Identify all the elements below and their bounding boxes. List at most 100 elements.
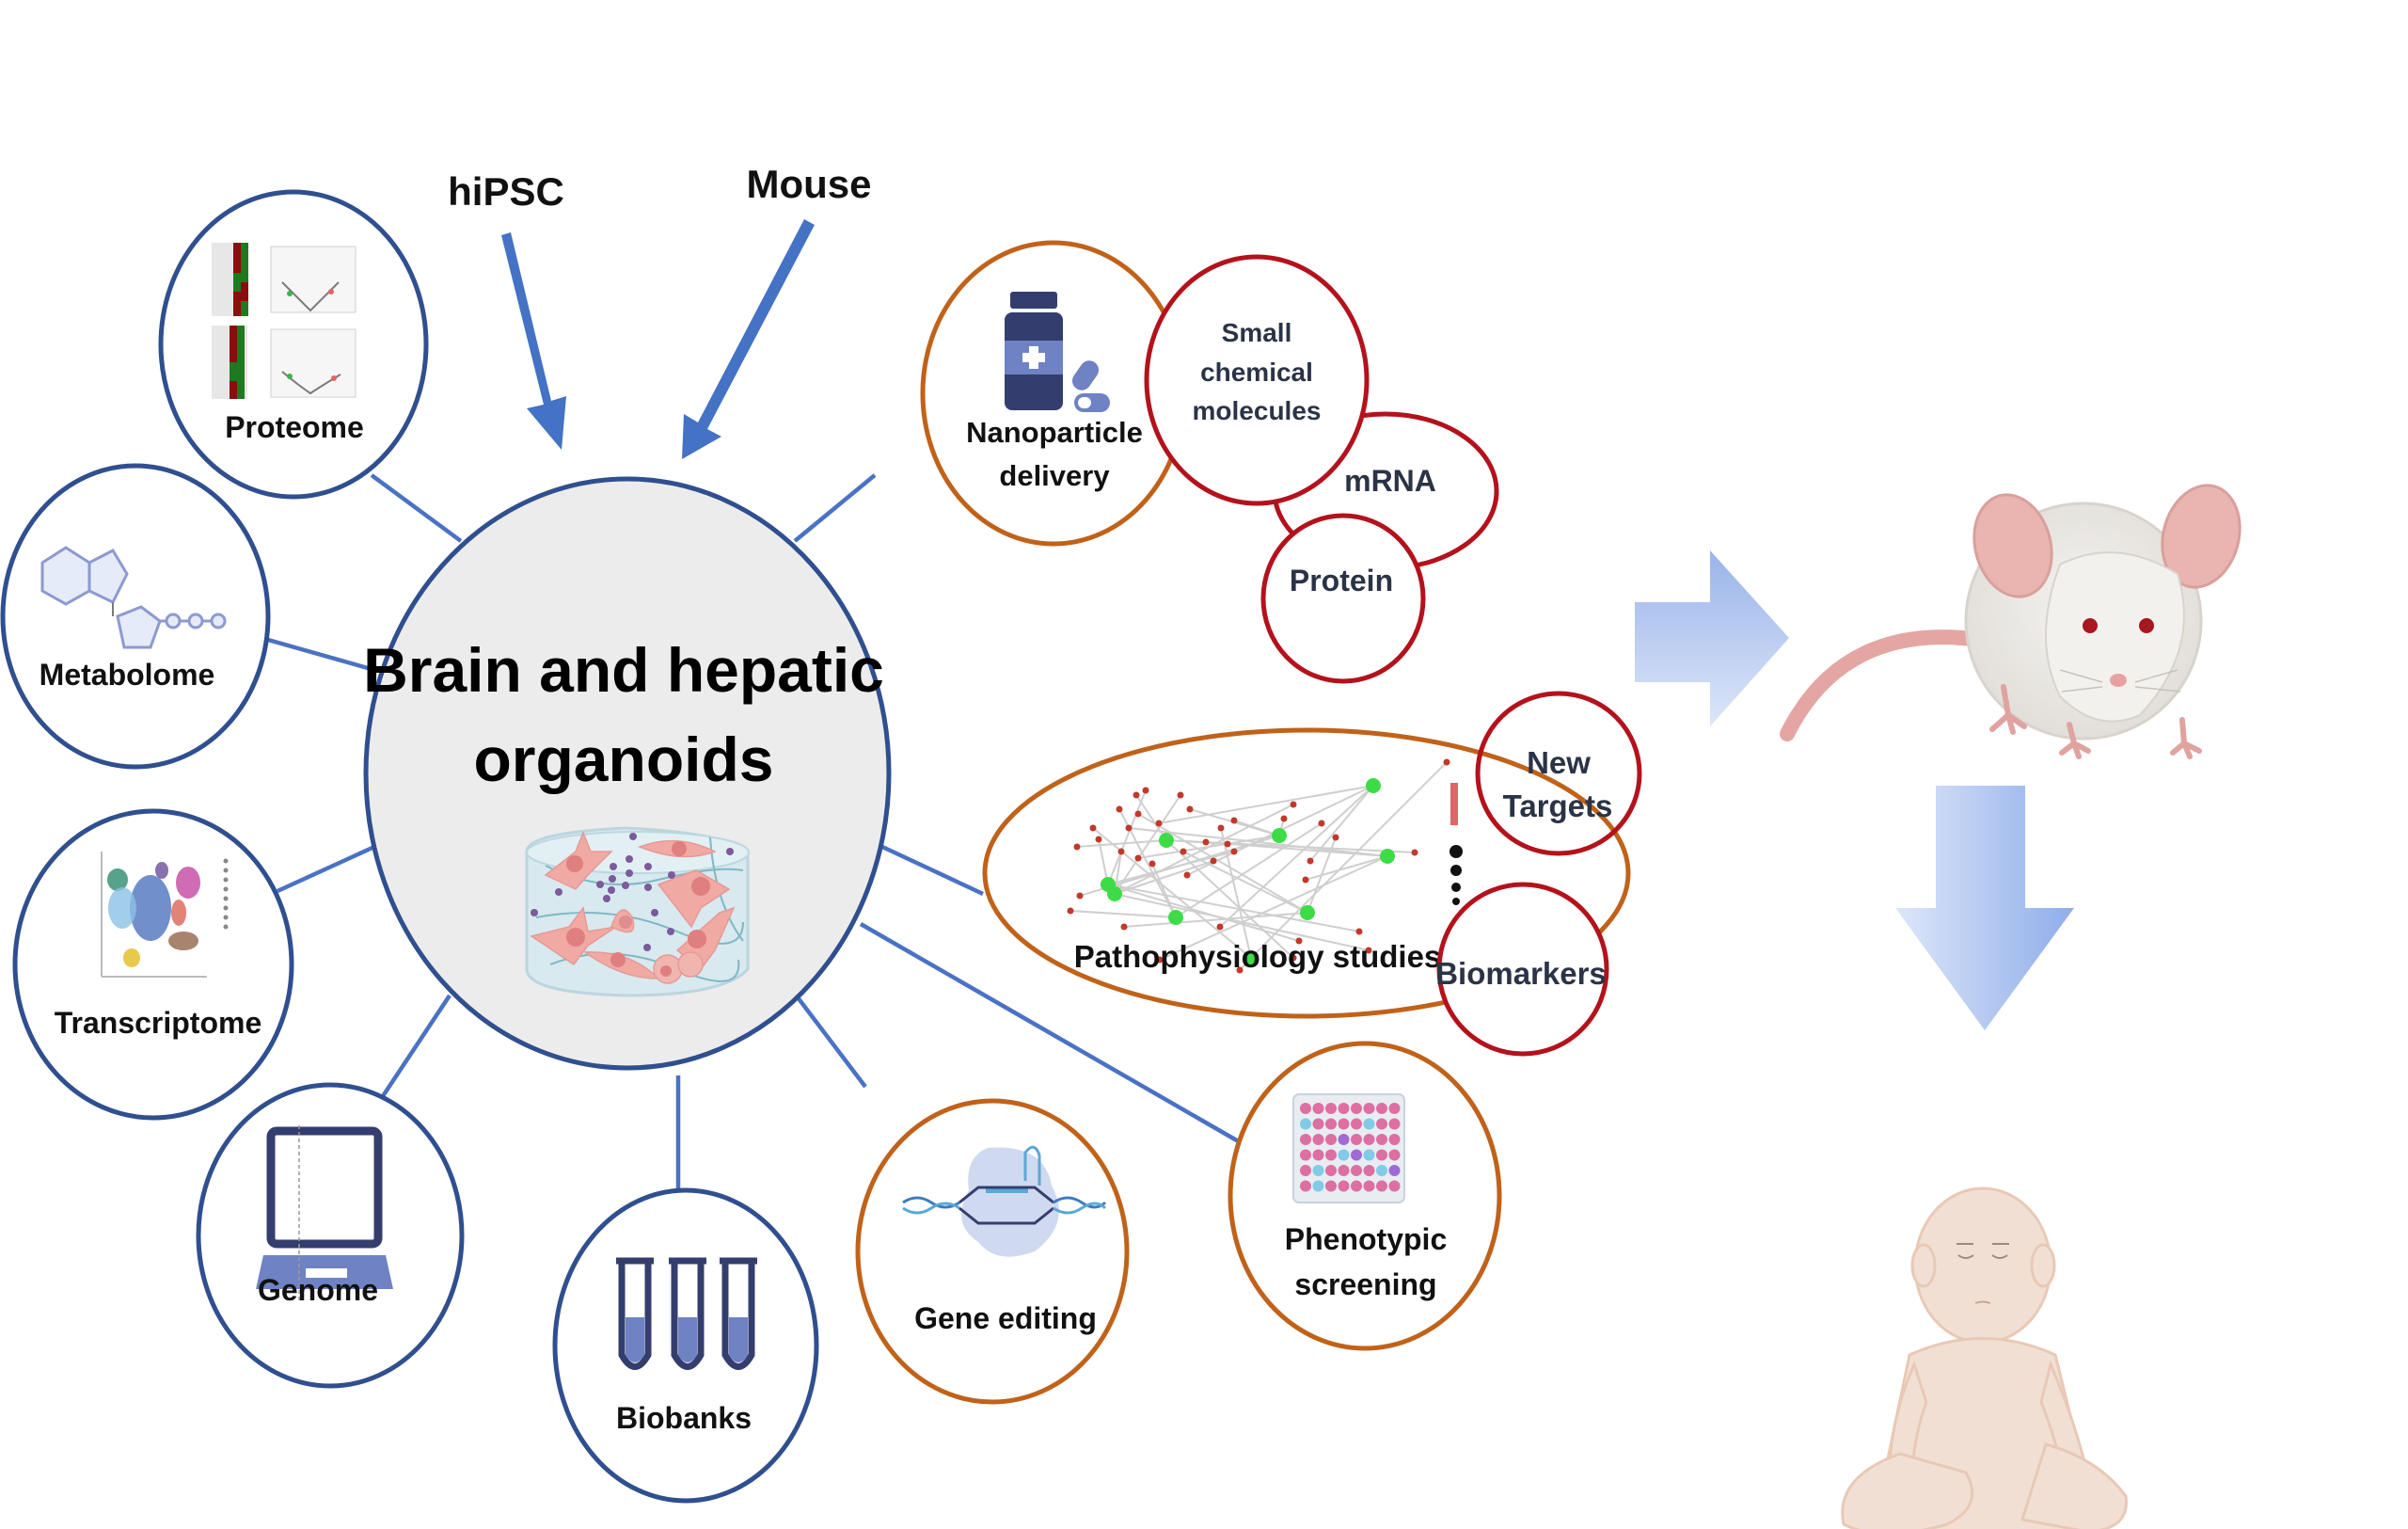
network-node (1117, 848, 1125, 855)
node-label-pathophysiology: Pathophysiology studies (1074, 939, 1442, 974)
medicine-bottle-pill-icon (1005, 292, 1110, 412)
network-node (1290, 801, 1297, 808)
network-legend-colorbar (1450, 783, 1458, 825)
network-node (1302, 876, 1309, 884)
source-mouse: Mouse (682, 162, 872, 459)
well-dot (1363, 1103, 1375, 1114)
network-hub (1244, 950, 1259, 965)
well-dot (1312, 1103, 1324, 1114)
test-tubes-icon (616, 1257, 757, 1370)
cargo-protein: Protein (1260, 513, 1426, 684)
well-dot (1388, 1118, 1401, 1130)
well-dot (1325, 1149, 1337, 1161)
cargo-label-protein: Protein (1290, 564, 1393, 597)
network-node (1089, 824, 1097, 832)
node-label-genome: Genome (258, 1273, 378, 1307)
node-nanoparticle-delivery: Nanoparticle delivery (920, 240, 1187, 547)
network-edge (1107, 789, 1147, 885)
cargo-label-small-line3: molecules (1193, 396, 1322, 425)
network-node (1230, 817, 1238, 824)
infant-illustration (1841, 1187, 2128, 1529)
node-genome: Genome (196, 1082, 465, 1389)
network-node (1155, 820, 1163, 827)
network-edge (1107, 884, 1360, 932)
network-node (1186, 805, 1194, 813)
well-dot (1363, 1118, 1375, 1130)
network-edge (1107, 884, 1300, 942)
well-dot (1376, 1118, 1387, 1130)
well-dot (1312, 1165, 1324, 1176)
network-legend-size (1452, 898, 1460, 905)
central-title-line1: Brain and hepatic (363, 635, 884, 705)
well-dot (1325, 1180, 1337, 1192)
source-label-hipsc: hiPSC (448, 169, 564, 214)
connector-phenotypic (859, 922, 1244, 1145)
well-dot (1300, 1134, 1311, 1145)
network-hub (1159, 833, 1174, 848)
cargo-label-mrna: mRNA (1344, 464, 1436, 498)
network-node (1210, 857, 1217, 865)
network-hub (1107, 886, 1122, 901)
source-label-mouse: Mouse (746, 162, 871, 206)
network-node (1318, 820, 1325, 827)
well-dot (1338, 1165, 1350, 1176)
network-edge (1158, 785, 1374, 824)
well-dot (1376, 1180, 1387, 1192)
well-dot (1376, 1103, 1387, 1114)
well-dot (1363, 1134, 1375, 1145)
network-node (1116, 805, 1123, 813)
well-dot (1376, 1134, 1387, 1145)
well-dot (1376, 1165, 1387, 1176)
well-dot (1312, 1149, 1324, 1161)
network-node (1332, 834, 1339, 841)
output-new-targets: New Targets (1475, 691, 1642, 856)
arrow-right-icon (1635, 550, 1789, 726)
output-biomarkers: Biomarkers (1435, 882, 1609, 1057)
node-proteome: Proteome (158, 189, 429, 500)
network-node (1290, 954, 1297, 962)
well-dot (1312, 1134, 1324, 1145)
node-label-biobanks: Biobanks (616, 1401, 752, 1435)
organoid-culture-icon (525, 826, 750, 997)
well-dot (1363, 1180, 1375, 1192)
output-label-targets: Targets (1503, 788, 1613, 823)
node-metabolome: Metabolome (0, 463, 271, 770)
network-edge (1305, 855, 1388, 881)
network-node (1183, 871, 1191, 879)
network-node (1073, 843, 1081, 851)
central-organoid-node: Brain and hepatic organoids (363, 476, 892, 1071)
network-node (1443, 758, 1450, 766)
well-dot (1325, 1103, 1337, 1114)
well-dot (1351, 1165, 1362, 1176)
tsne-scatter-icon (101, 852, 229, 978)
node-gene-editing: Gene editing (855, 1098, 1130, 1405)
node-label-phenotypic-line2: screening (1294, 1267, 1436, 1301)
well-dot (1388, 1180, 1401, 1192)
network-node (1224, 840, 1231, 848)
network-node (1095, 836, 1102, 843)
well-plate-icon (1292, 1093, 1405, 1203)
well-dot (1300, 1103, 1311, 1114)
well-dot (1325, 1134, 1337, 1145)
well-dot (1300, 1165, 1311, 1176)
node-phenotypic-screening: Phenotypic screening (1228, 1041, 1502, 1351)
network-edge (1098, 838, 1109, 885)
well-dot (1351, 1118, 1362, 1130)
network-hub (1272, 828, 1287, 843)
node-label-nanoparticle-line1: Nanoparticle (966, 416, 1143, 449)
arrow-down-icon (682, 219, 815, 459)
node-label-gene-editing: Gene editing (914, 1301, 1097, 1335)
well-dot (1351, 1180, 1362, 1192)
network-node (1295, 937, 1303, 945)
well-dot (1388, 1134, 1401, 1145)
network-node (1230, 848, 1238, 855)
node-label-transcriptome: Transcriptome (55, 1006, 262, 1040)
node-label-nanoparticle-line2: delivery (999, 459, 1110, 492)
well-dot (1300, 1180, 1311, 1192)
well-dot (1338, 1134, 1350, 1145)
network-edge (1137, 813, 1308, 914)
source-hipsc: hiPSC (448, 169, 566, 450)
network-edge (1076, 839, 1167, 848)
network-node (1134, 810, 1142, 818)
